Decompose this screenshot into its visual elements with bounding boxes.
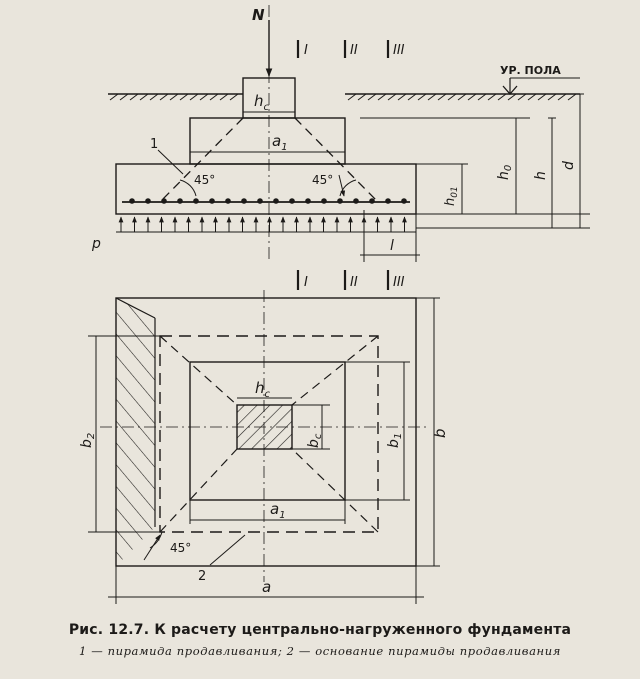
ground-hatch-left: [109, 93, 239, 101]
label-a1-plan: a1: [270, 500, 286, 521]
label-angle-left: 45°: [194, 173, 215, 187]
label-plan-section-1: I: [304, 275, 308, 290]
section-marks-top: [296, 40, 390, 58]
section-marks-plan: [296, 270, 390, 290]
callout-1-leader: [157, 149, 184, 175]
label-load-n: N: [252, 6, 265, 24]
section-labels: N I II III УР. ПОЛА hc a1 1 45° 45° h01 …: [91, 6, 577, 254]
slab-outline: [115, 297, 417, 567]
punching-pyramid-section: [159, 117, 379, 203]
label-a1-section: a1: [272, 132, 288, 153]
label-hc-plan: hc: [255, 379, 271, 400]
foundation-section: [108, 5, 590, 262]
label-b2: b2: [79, 433, 97, 448]
label-b: b: [431, 428, 449, 438]
foundation-plan: [88, 270, 440, 604]
label-p: p: [91, 236, 101, 252]
rebar-dots: [129, 198, 407, 204]
label-bc: bc: [306, 433, 324, 448]
plan-dimensions: [88, 297, 440, 604]
label-angle-plan: 45°: [170, 541, 191, 555]
label-section-2: II: [350, 43, 358, 58]
label-plan-section-2: II: [350, 275, 358, 290]
label-d: d: [561, 161, 577, 170]
label-hc: hc: [254, 92, 270, 113]
base-slab: [115, 163, 417, 215]
figure-caption-legend: 1 — пирамида продавливания; 2 — основани…: [79, 644, 561, 658]
plan-labels: I II III hc bc b1 b2 b a1 45° 2 a: [79, 275, 449, 596]
label-floor-level: УР. ПОЛА: [500, 64, 561, 77]
upper-step-outline: [189, 361, 346, 501]
label-l: l: [390, 238, 394, 254]
angle-arc-left: [179, 179, 197, 197]
label-angle-right: 45°: [312, 173, 333, 187]
label-b1: b1: [386, 433, 404, 448]
label-callout-2: 2: [198, 569, 206, 584]
pyramid-diagonals: [159, 335, 379, 533]
punching-excluded-area: [116, 298, 155, 566]
label-h01: h01: [443, 186, 460, 206]
label-plan-section-3: III: [393, 275, 405, 290]
vertical-dimensions: [360, 93, 590, 262]
label-h0: h0: [496, 165, 514, 180]
label-section-1: I: [304, 43, 308, 58]
pyramid-base-outline: [159, 335, 379, 533]
label-section-3: III: [393, 43, 405, 58]
figure-caption-title: Рис. 12.7. К расчету центрально-нагружен…: [68, 622, 572, 638]
ground-hatch-right: [347, 93, 577, 101]
label-callout-1: 1: [150, 137, 158, 152]
upper-step: [189, 117, 346, 165]
label-a: a: [262, 578, 271, 596]
label-h: h: [533, 171, 549, 180]
